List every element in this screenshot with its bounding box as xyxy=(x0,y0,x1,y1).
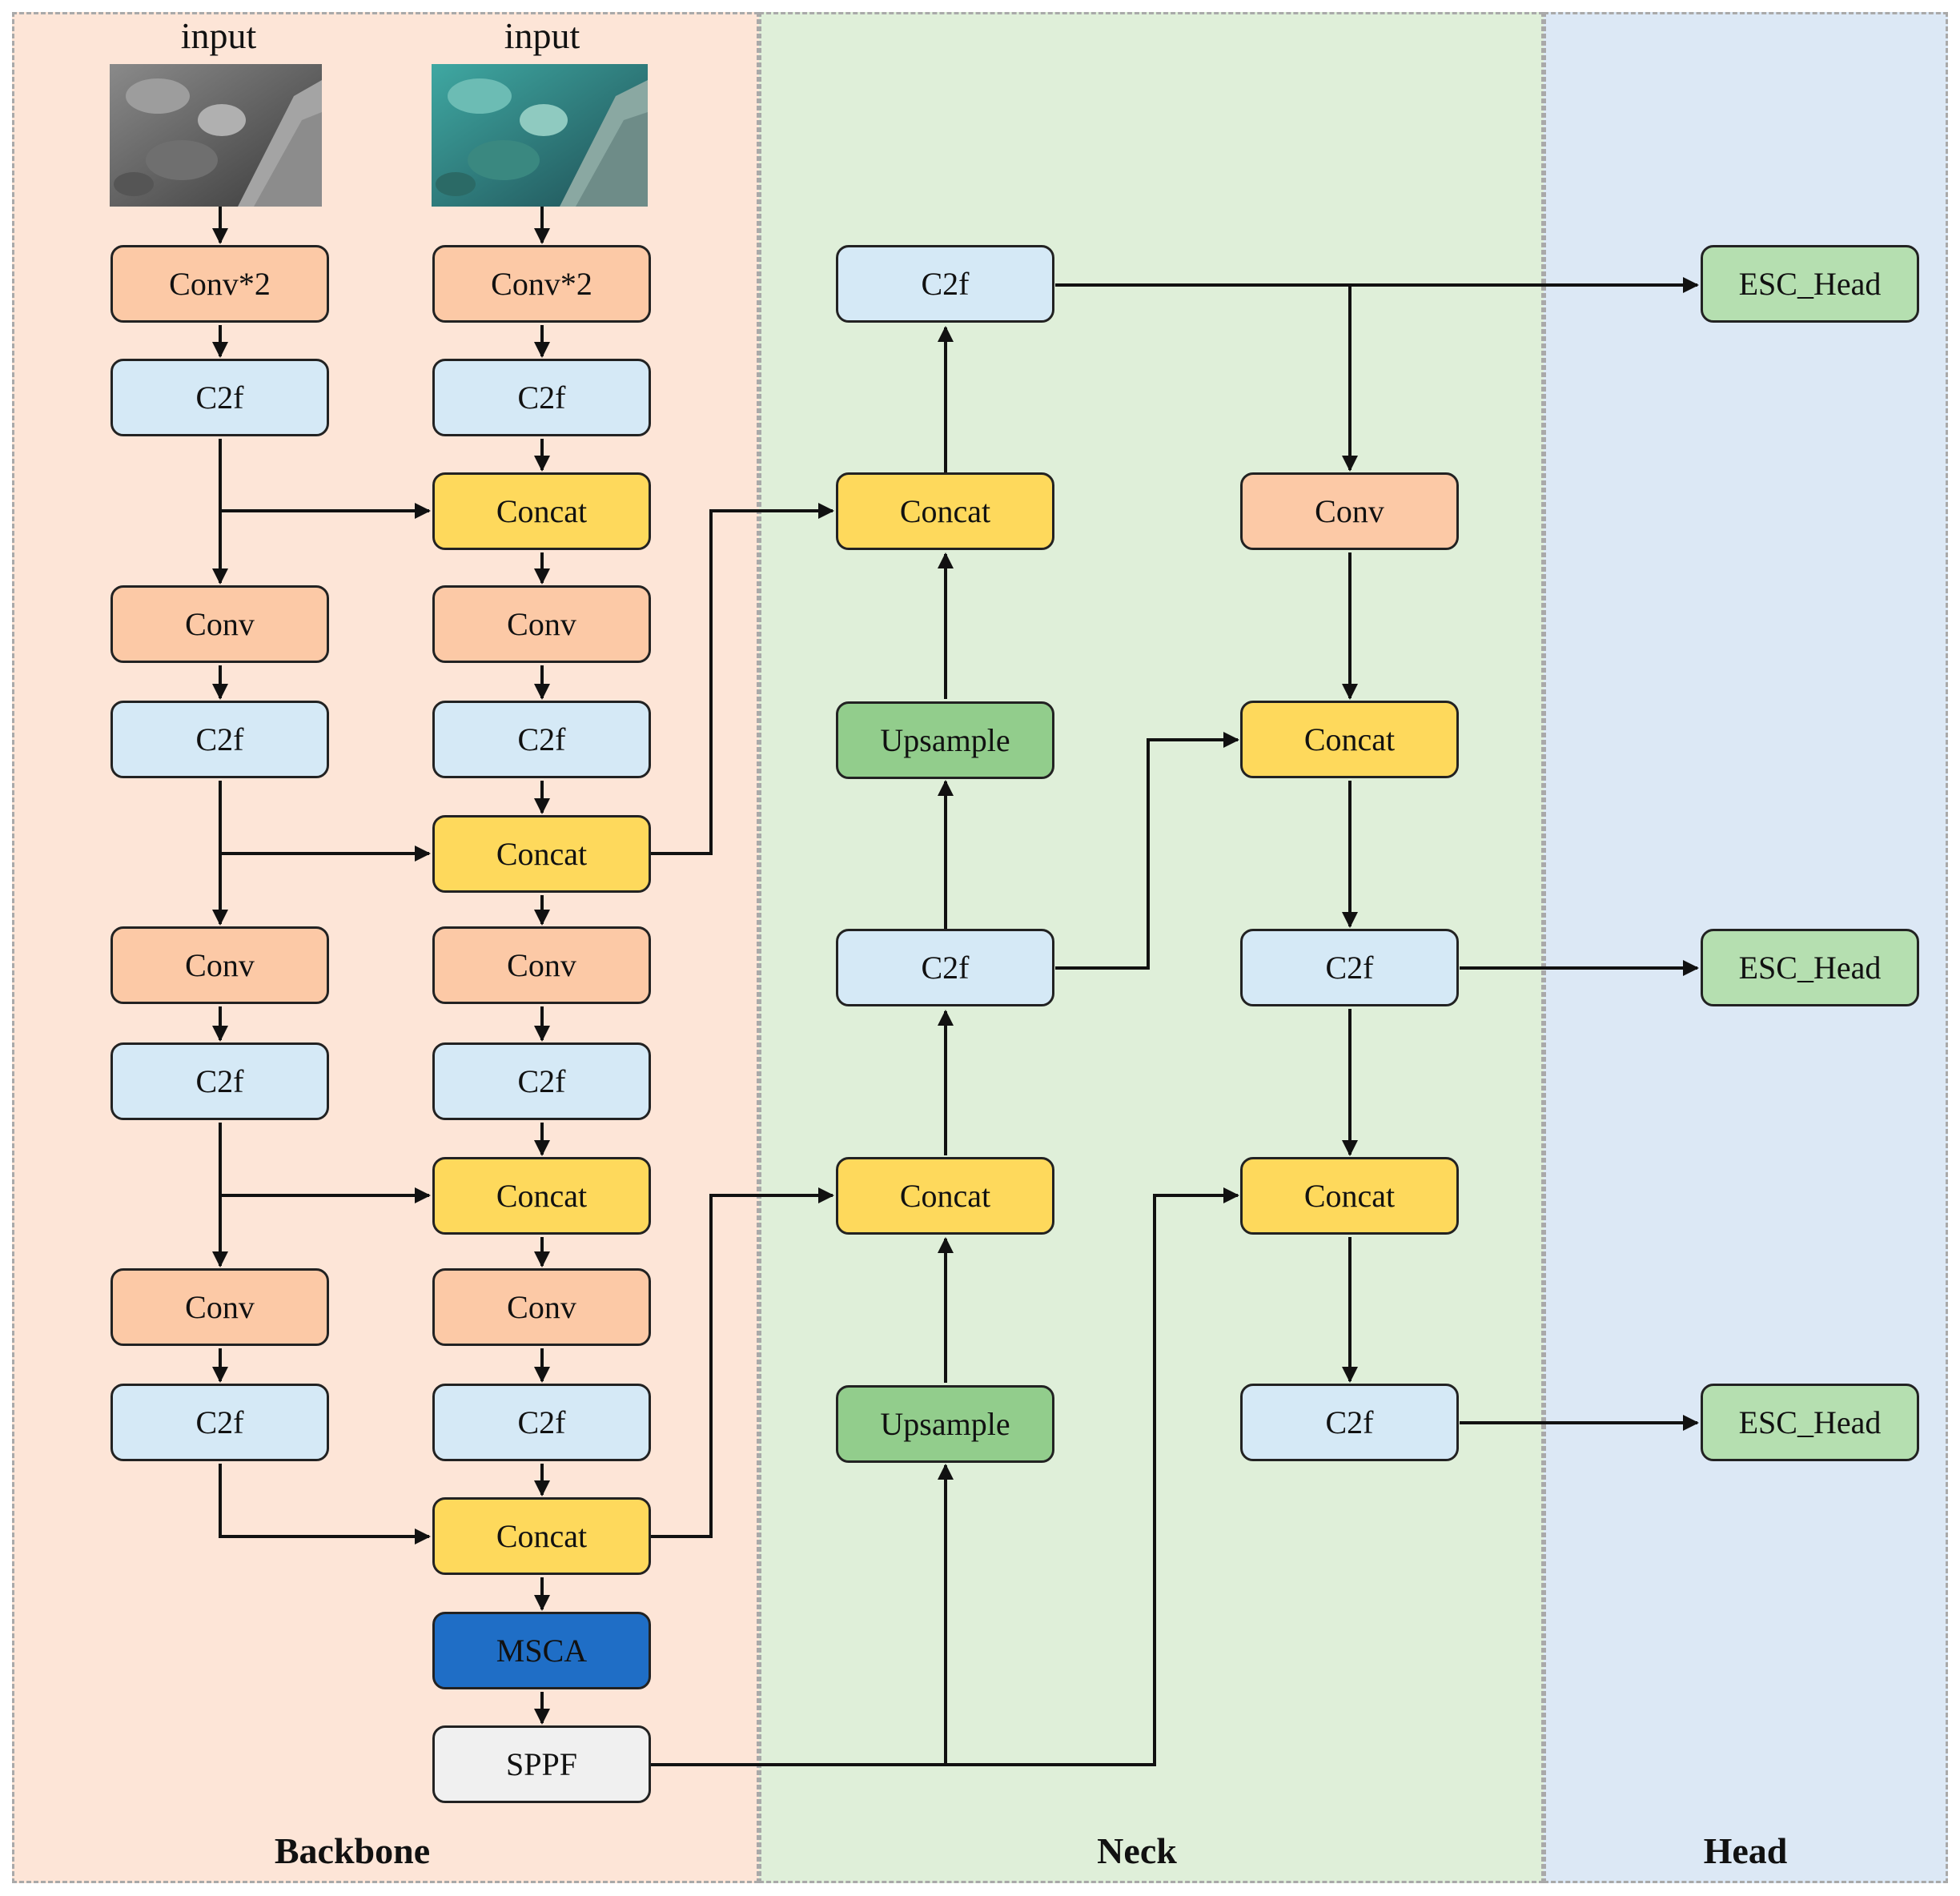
neck-upsample-2-block: Upsample xyxy=(836,1385,1054,1463)
r-concat-3-block: Concat xyxy=(432,1157,651,1235)
arrow-c2fmid-concat3 xyxy=(1055,732,1239,970)
r-c2f-4-label: C2f xyxy=(517,1404,566,1440)
neck-concat-4-block: Concat xyxy=(1240,1157,1459,1235)
esc-head-1-label: ESC_Head xyxy=(1738,266,1882,302)
l-c2f-1-block: C2f xyxy=(110,359,329,436)
r-concat-4-label: Concat xyxy=(496,1518,588,1554)
arrow-l-to-concat4 xyxy=(219,1464,431,1545)
esc-head-1-block: ESC_Head xyxy=(1701,245,1919,323)
neck-concat-1-label: Concat xyxy=(899,493,991,529)
r-concat-1-block: Concat xyxy=(432,472,651,550)
r-conv2-block: Conv*2 xyxy=(432,245,651,323)
l-conv-1-label: Conv xyxy=(185,606,255,642)
l-c2f-3-label: C2f xyxy=(195,1063,244,1099)
l-conv2-block: Conv*2 xyxy=(110,245,329,323)
l-c2f-4-block: C2f xyxy=(110,1384,329,1461)
msca-label: MSCA xyxy=(496,1633,588,1669)
l-conv-3-block: Conv xyxy=(110,1268,329,1346)
input-label-left: input xyxy=(180,15,257,56)
l-c2f-1-label: C2f xyxy=(195,380,244,416)
r-concat-4-block: Concat xyxy=(432,1497,651,1575)
neck-c2f-right-1-block: C2f xyxy=(1240,929,1459,1006)
neck-upsample-1-label: Upsample xyxy=(880,722,1010,758)
neck-c2f-top-label: C2f xyxy=(921,266,970,302)
r-concat-3-label: Concat xyxy=(496,1178,588,1214)
l-c2f-4-label: C2f xyxy=(195,1404,244,1440)
sppf-block: SPPF xyxy=(432,1725,651,1803)
esc-head-3-label: ESC_Head xyxy=(1738,1404,1882,1440)
r-concat-1-label: Concat xyxy=(496,493,588,529)
neck-concat-2-block: Concat xyxy=(836,1157,1054,1235)
esc-head-3-block: ESC_Head xyxy=(1701,1384,1919,1461)
neck-upsample-2-label: Upsample xyxy=(880,1406,1010,1442)
neck-concat-3-block: Concat xyxy=(1240,701,1459,778)
neck-concat-3-label: Concat xyxy=(1303,721,1396,757)
esc-head-2-label: ESC_Head xyxy=(1738,950,1882,986)
arrow-sppf-to-concat4 xyxy=(946,1187,1239,1766)
r-c2f-2-label: C2f xyxy=(517,721,566,757)
l-conv-3-label: Conv xyxy=(185,1289,255,1325)
esc-head-2-block: ESC_Head xyxy=(1701,929,1919,1006)
sppf-label: SPPF xyxy=(506,1746,577,1782)
r-c2f-3-label: C2f xyxy=(517,1063,566,1099)
arrow-concat4-to-neck xyxy=(651,1187,834,1538)
input-label-right: input xyxy=(504,15,580,56)
neck-c2f-mid-label: C2f xyxy=(921,950,970,986)
neck-conv-block: Conv xyxy=(1240,472,1459,550)
neck-concat-4-label: Concat xyxy=(1303,1178,1396,1214)
arrow-sppf-to-upsample xyxy=(651,1464,954,1766)
arrow-concat2-to-neck xyxy=(651,503,834,855)
r-c2f-1-block: C2f xyxy=(432,359,651,436)
neck-c2f-right-2-block: C2f xyxy=(1240,1384,1459,1461)
neck-c2f-mid-block: C2f xyxy=(836,929,1054,1006)
neck-concat-1-block: Concat xyxy=(836,472,1054,550)
r-conv-1-label: Conv xyxy=(507,606,576,642)
l-conv-2-label: Conv xyxy=(185,947,255,983)
input-image-grayscale xyxy=(110,64,322,207)
r-conv-1-block: Conv xyxy=(432,585,651,663)
neck-concat-2-label: Concat xyxy=(899,1178,991,1214)
r-concat-2-block: Concat xyxy=(432,815,651,893)
r-conv-3-block: Conv xyxy=(432,1268,651,1346)
neck-c2f-right-2-label: C2f xyxy=(1325,1404,1374,1440)
l-c2f-2-block: C2f xyxy=(110,701,329,778)
neck-label: Neck xyxy=(1097,1830,1177,1871)
l-conv-1-block: Conv xyxy=(110,585,329,663)
l-c2f-2-label: C2f xyxy=(195,721,244,757)
neck-upsample-1-block: Upsample xyxy=(836,701,1054,779)
l-conv-2-block: Conv xyxy=(110,926,329,1004)
r-c2f-4-block: C2f xyxy=(432,1384,651,1461)
l-c2f-3-block: C2f xyxy=(110,1042,329,1120)
r-c2f-3-block: C2f xyxy=(432,1042,651,1120)
r-conv2-label: Conv*2 xyxy=(491,266,592,302)
neck-c2f-top-block: C2f xyxy=(836,245,1054,323)
neck-c2f-right-1-label: C2f xyxy=(1325,950,1374,986)
r-c2f-2-block: C2f xyxy=(432,701,651,778)
r-conv-3-label: Conv xyxy=(507,1289,576,1325)
msca-block: MSCA xyxy=(432,1612,651,1689)
input-image-color xyxy=(432,64,648,207)
l-conv2-label: Conv*2 xyxy=(169,266,271,302)
r-conv-2-block: Conv xyxy=(432,926,651,1004)
neck-conv-label: Conv xyxy=(1315,493,1384,529)
backbone-label: Backbone xyxy=(274,1830,431,1871)
head-label: Head xyxy=(1703,1830,1788,1871)
r-concat-2-label: Concat xyxy=(496,836,588,872)
r-conv-2-label: Conv xyxy=(507,947,576,983)
r-c2f-1-label: C2f xyxy=(517,380,566,416)
